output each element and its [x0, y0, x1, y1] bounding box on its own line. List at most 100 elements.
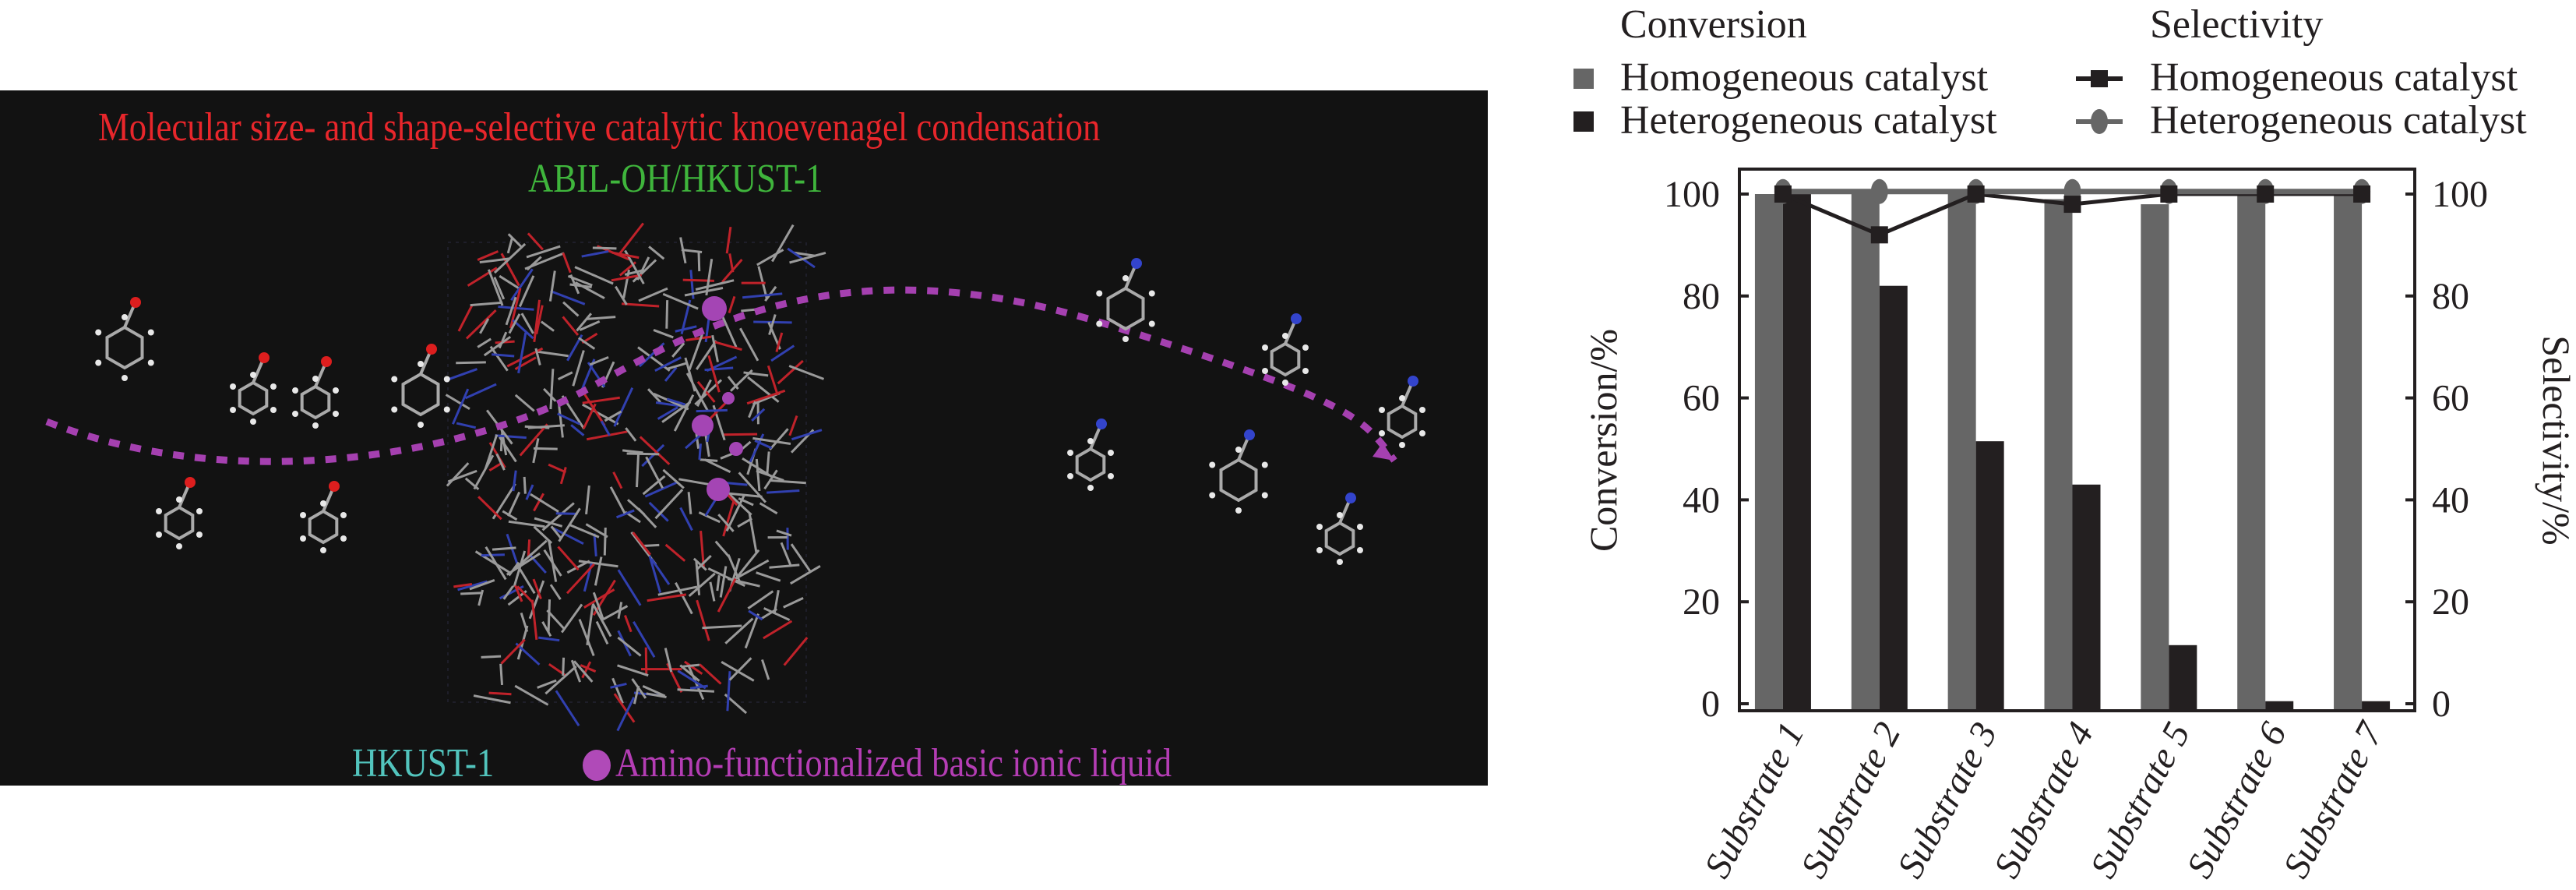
- framework-bond: [769, 563, 800, 569]
- hydrogen-atom: [300, 512, 307, 518]
- framework-bond: [665, 300, 669, 329]
- right-tick-label: 20: [2432, 581, 2469, 623]
- framework-bond: [687, 492, 692, 514]
- right-tick-label: 100: [2432, 174, 2488, 215]
- hydrogen-atom: [391, 376, 398, 383]
- framework-bond: [611, 274, 643, 282]
- hydrogen-atom: [1316, 524, 1323, 530]
- framework-bond: [548, 539, 558, 582]
- framework-bond: [702, 624, 742, 630]
- framework-bond: [671, 342, 685, 358]
- atom: [1408, 376, 1418, 387]
- framework-bond: [684, 660, 703, 675]
- atom: [1096, 419, 1107, 429]
- framework-bond: [617, 664, 649, 677]
- framework-bond: [562, 253, 572, 274]
- framework-bond: [568, 523, 600, 539]
- framework-bond: [518, 567, 536, 595]
- framework-bond: [617, 636, 642, 657]
- legend-entry: Homogeneous catalyst: [2150, 55, 2518, 100]
- framework-bond: [625, 427, 637, 442]
- framework-bond: [763, 620, 793, 640]
- framework-bond: [731, 559, 770, 582]
- arrow-head-icon: [1373, 443, 1394, 461]
- benzene-ring: [308, 509, 339, 545]
- framework-bond: [777, 359, 804, 385]
- x-tick-label: Substrate 2: [1793, 715, 1909, 885]
- hydrogen-atom: [156, 532, 163, 538]
- framework-bond: [549, 584, 562, 600]
- framework-bond: [557, 546, 580, 571]
- framework-bond: [647, 593, 687, 602]
- framework-bond: [470, 301, 503, 307]
- framework-bond: [487, 269, 504, 306]
- hydrogen-atom: [147, 359, 154, 366]
- framework-bond: [537, 679, 557, 689]
- framework-bond: [444, 368, 478, 382]
- framework-bond: [775, 332, 784, 352]
- framework-bond: [666, 397, 686, 406]
- framework-bond: [550, 525, 563, 540]
- hydrogen-atom: [1379, 430, 1386, 436]
- framework-bond: [729, 369, 753, 392]
- hydrogen-atom: [196, 508, 203, 514]
- framework-bond: [517, 332, 527, 374]
- framework-bond: [479, 318, 490, 334]
- framework-bond: [761, 659, 770, 680]
- framework-bond: [725, 226, 732, 254]
- substrate-molecule: [156, 477, 203, 549]
- framework-bond: [551, 526, 584, 546]
- hydrogen-atom: [176, 496, 182, 503]
- framework-bond: [759, 502, 778, 515]
- framework-bond: [581, 403, 619, 426]
- framework-bond: [661, 401, 692, 423]
- framework-bond: [541, 620, 552, 637]
- homogeneous-conversion-bar: [1754, 194, 1783, 709]
- framework-bond: [541, 502, 575, 532]
- bond: [1089, 426, 1101, 450]
- bond: [1401, 383, 1413, 407]
- atom: [1291, 313, 1302, 324]
- framework-bond: [592, 592, 604, 620]
- framework-bond: [519, 423, 548, 457]
- framework-bond: [638, 287, 668, 302]
- hydrogen-atom: [1067, 450, 1074, 456]
- hydrogen-atom: [391, 406, 398, 413]
- framework-bond: [716, 574, 721, 592]
- bond: [252, 360, 264, 383]
- framework-bond: [562, 301, 580, 317]
- framework-bond: [574, 266, 614, 285]
- benzene-ring: [1387, 404, 1418, 440]
- framework-bond: [488, 691, 512, 696]
- framework-bond: [484, 434, 499, 469]
- framework-bond: [688, 334, 703, 370]
- framework-bond: [479, 257, 509, 264]
- framework-bond: [724, 489, 752, 516]
- framework-bond: [520, 313, 534, 334]
- left-tick-label: 100: [1664, 174, 1720, 215]
- hydrogen-atom: [1418, 430, 1425, 436]
- framework-bond: [704, 366, 734, 372]
- framework-bond: [594, 556, 603, 586]
- heterogeneous-conversion-bar: [1975, 441, 2004, 709]
- framework-bond: [696, 408, 728, 413]
- framework-bond: [685, 335, 712, 341]
- framework-bond: [508, 313, 521, 334]
- framework-bond: [464, 383, 497, 400]
- bond: [1284, 321, 1296, 344]
- benzene-ring: [1219, 457, 1258, 503]
- left-tick-label: 20: [1683, 581, 1720, 623]
- framework-bond: [650, 558, 671, 585]
- framework-bond: [696, 554, 712, 570]
- framework-bond: [615, 285, 628, 305]
- framework-bond: [783, 637, 809, 666]
- substrate-molecule: [300, 481, 347, 553]
- framework-bond: [558, 507, 581, 542]
- framework-bond: [526, 256, 542, 271]
- framework-bond: [763, 607, 791, 621]
- hydrogen-atom: [270, 407, 277, 413]
- substrate-molecule: [95, 297, 154, 381]
- framework-bond: [603, 527, 607, 556]
- framework-bond: [675, 582, 693, 615]
- framework-bond: [520, 612, 529, 632]
